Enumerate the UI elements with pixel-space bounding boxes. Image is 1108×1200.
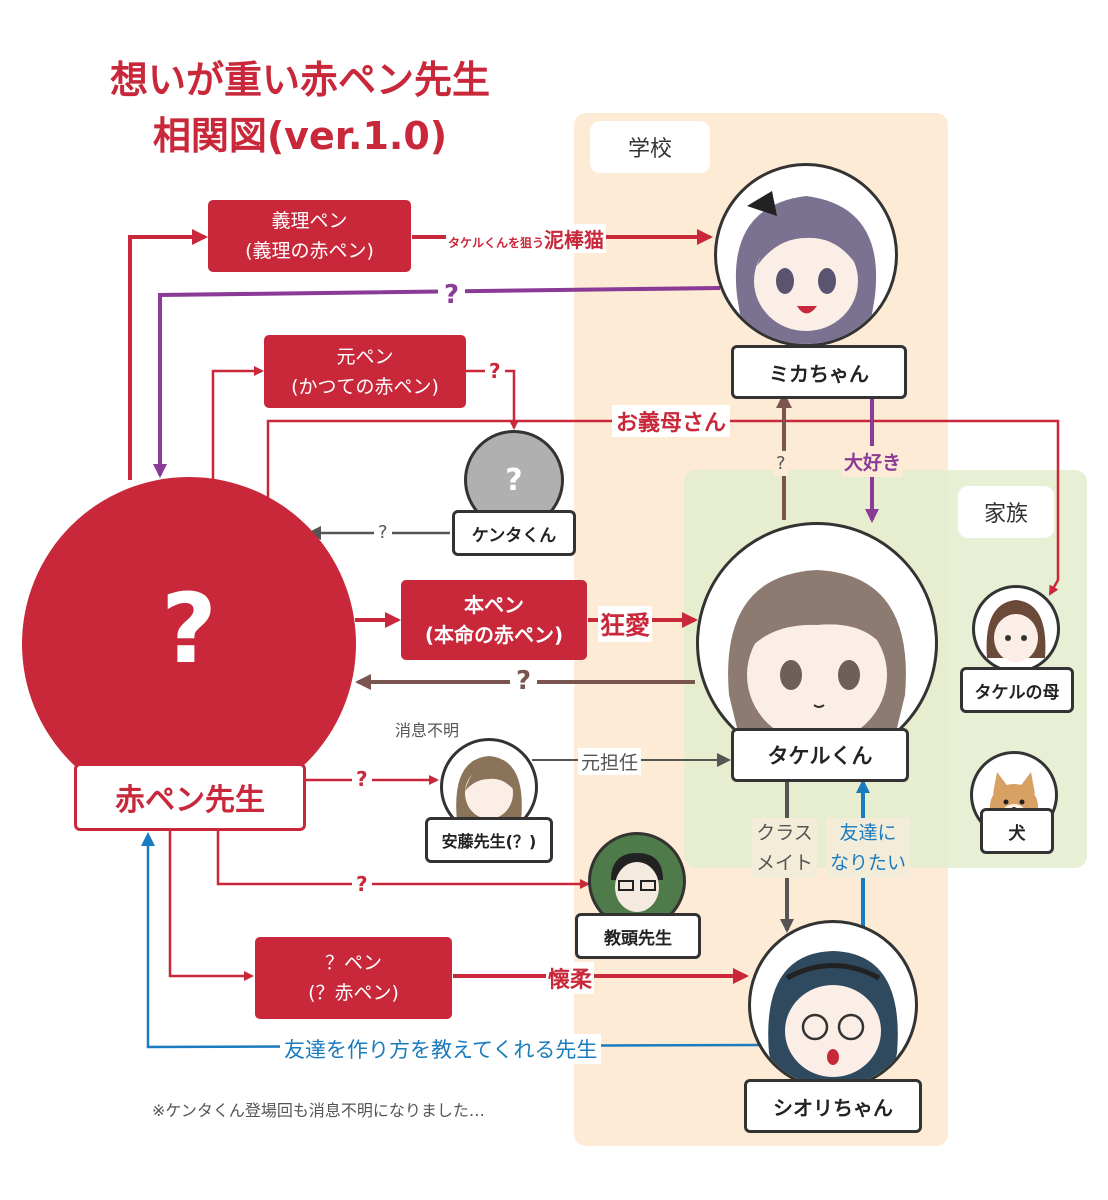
- label-akapen-to-kyoto: ?: [352, 872, 372, 896]
- label-ando-to-takeru: 元担任: [578, 748, 642, 775]
- takeru-portrait: [696, 522, 938, 764]
- takeru-face-icon: [728, 570, 906, 761]
- mika-name: ミカちゃん: [731, 345, 907, 399]
- shiori-face-icon: [768, 951, 898, 1087]
- ando-status-note: 消息不明: [395, 721, 460, 740]
- edge-akapen-giri: [128, 229, 208, 480]
- shiori-name: シオリちゃん: [744, 1079, 922, 1133]
- label-giri-to-mika: タケルくんを狙う泥棒猫: [446, 224, 607, 253]
- label-shiori-to-takeru: 友達に なりたい: [826, 818, 911, 878]
- mika-portrait: [714, 163, 898, 347]
- giri-pen-line2: (義理の赤ペン): [245, 240, 374, 262]
- moto-pen-box: 元ペン (かつての赤ペン): [264, 335, 466, 408]
- label-qpen-to-shiori: 懐柔: [546, 962, 595, 994]
- hon-pen-box: 本ペン (本命の赤ペン): [401, 580, 587, 660]
- label-kenta-to-akapen: ?: [374, 522, 392, 543]
- footnote: ※ケンタくん登場回も消息不明になりました…: [152, 1101, 485, 1120]
- diagram-title: 想いが重い赤ペン先生 相関図(ver.1.0): [80, 54, 520, 162]
- akapen-question-mark: ?: [161, 573, 217, 685]
- hon-pen-line2: (本命の赤ペン): [424, 623, 564, 647]
- label-takeru-to-shiori: クラス メイト: [752, 818, 818, 878]
- kenta-name: ケンタくん: [452, 510, 576, 556]
- edge-okaasan: [266, 419, 1060, 596]
- takeru-mother-name: タケルの母: [960, 667, 1074, 713]
- q-pen-line2: (？赤ペン): [308, 982, 399, 1004]
- edge-akapen-kyoto: [216, 830, 590, 889]
- label-hon-to-takeru: 狂愛: [598, 606, 653, 642]
- moto-pen-line2: (かつての赤ペン): [291, 375, 439, 398]
- title-line-2: 相関図(ver.1.0): [152, 114, 448, 158]
- label-takeru-to-mika: ?: [774, 451, 788, 476]
- title-line-1: 想いが重い赤ペン先生: [109, 58, 490, 102]
- ando-name: 安藤先生(？): [425, 817, 553, 863]
- label-mika-to-takeru: 大好き: [842, 446, 904, 477]
- label-shiori-to-akapen: 友達を作り方を教えてくれる先生: [280, 1034, 602, 1064]
- edge-mika-akapen: [153, 286, 721, 478]
- family-label: 家族: [958, 486, 1054, 538]
- label-moto-to-kenta: ?: [485, 359, 505, 383]
- label-giri-to-mika-small: タケルくんを狙う: [448, 236, 545, 250]
- label-shiori-to-takeru-line2: なりたい: [830, 852, 907, 874]
- label-shiori-to-takeru-line1: 友達に: [839, 822, 897, 844]
- label-giri-to-mika-big: 泥棒猫: [544, 228, 605, 252]
- dog-name: 犬: [980, 808, 1054, 854]
- q-pen-line1: ？ペン: [324, 952, 382, 974]
- giri-pen-box: 義理ペン (義理の赤ペン): [208, 200, 411, 272]
- takeru-name: タケルくん: [731, 728, 909, 782]
- edge-akapen-moto: [211, 366, 264, 500]
- mother-face-icon: [986, 600, 1046, 662]
- shiori-portrait: [748, 920, 918, 1090]
- kyoto-name: 教頭先生: [575, 913, 701, 959]
- label-okaasan: お義母さん: [612, 405, 731, 437]
- label-mika-to-akapen: ?: [438, 280, 466, 310]
- takeru-mother-portrait: [972, 585, 1060, 673]
- akapen-name: 赤ペン先生: [74, 763, 306, 831]
- label-takeru-to-shiori-line2: メイト: [756, 852, 814, 874]
- edge-akapen-qpen: [168, 830, 254, 981]
- mika-face-icon: [735, 191, 877, 344]
- label-takeru-to-akapen: ?: [510, 666, 538, 696]
- moto-pen-line1: 元ペン: [336, 345, 394, 368]
- kenta-question-mark: ?: [505, 462, 523, 498]
- edge-moto-kenta: [466, 369, 519, 430]
- label-akapen-to-ando: ?: [352, 767, 372, 791]
- q-pen-box: ？ペン (？赤ペン): [255, 937, 452, 1019]
- giri-pen-line1: 義理ペン: [271, 210, 348, 232]
- school-label: 学校: [590, 121, 710, 173]
- label-takeru-to-shiori-line1: クラス: [756, 822, 813, 844]
- akapen-circle: ?: [22, 477, 356, 811]
- hon-pen-line1: 本ペン: [464, 593, 524, 617]
